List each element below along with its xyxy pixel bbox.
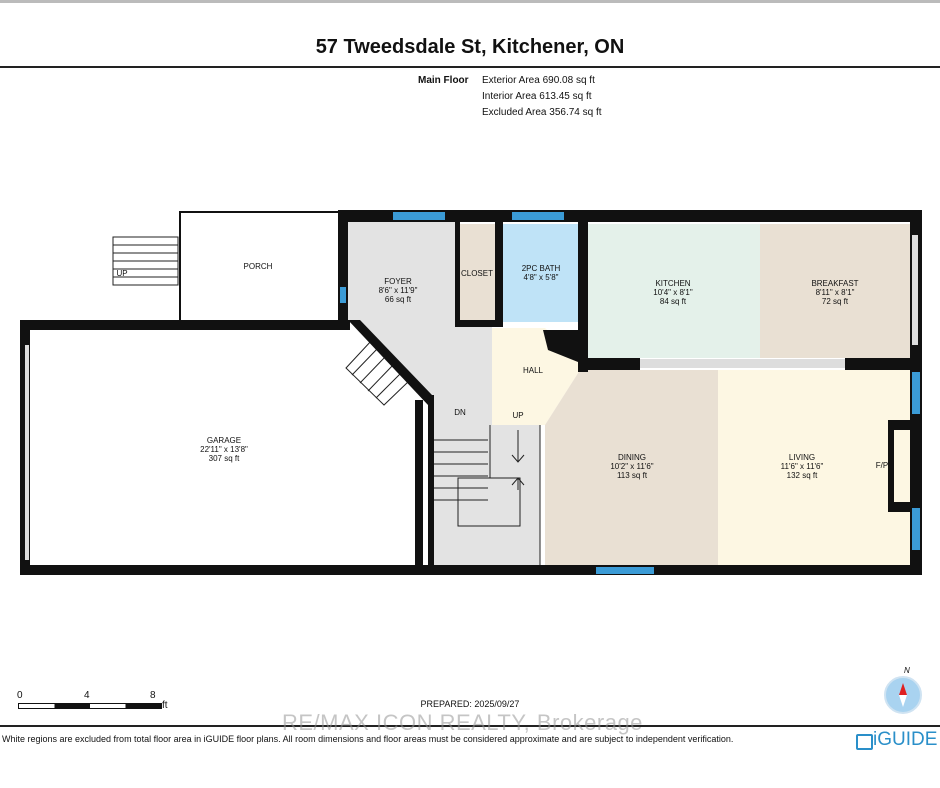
porch-room bbox=[179, 211, 341, 323]
stair-area bbox=[432, 425, 540, 565]
scale-4: 4 bbox=[84, 690, 90, 701]
down-label: DN bbox=[454, 408, 466, 417]
disclaimer: White regions are excluded from total fl… bbox=[2, 734, 734, 744]
watermark: RE/MAX ICON REALTY, Brokerage bbox=[282, 710, 643, 735]
bath-room bbox=[502, 224, 580, 322]
prepared-date: PREPARED: 2025/09/27 bbox=[420, 699, 520, 709]
breakfast-label: BREAKFAST bbox=[811, 279, 858, 288]
scale-unit: ft bbox=[162, 700, 168, 711]
kitchen-room bbox=[588, 224, 760, 358]
up-label: UP bbox=[512, 411, 523, 420]
breakfast-door bbox=[912, 235, 918, 345]
interior-stairs bbox=[432, 425, 541, 565]
bath-label: 2PC BATH bbox=[522, 264, 561, 273]
foyer-label: FOYER bbox=[384, 277, 412, 286]
excluded-area: Excluded Area 356.74 sq ft bbox=[482, 107, 602, 118]
foyer-room bbox=[346, 220, 492, 430]
dining-label: DINING bbox=[618, 453, 646, 462]
hall-label: HALL bbox=[523, 366, 544, 375]
bath-dims: 4'8" x 5'8" bbox=[524, 273, 559, 282]
dining-area: 113 sq ft bbox=[617, 471, 648, 480]
garage-door bbox=[25, 345, 29, 560]
compass-icon bbox=[884, 676, 922, 714]
breakfast-dims: 8'11" x 8'1" bbox=[816, 288, 855, 297]
floor-name: Main Floor bbox=[418, 75, 469, 86]
fireplace-label: F/P bbox=[876, 461, 888, 470]
foyer-area: 66 sq ft bbox=[385, 295, 412, 304]
dining-dims: 10'2" x 11'6" bbox=[610, 462, 653, 471]
garage-area: 307 sq ft bbox=[209, 454, 240, 463]
dining-room bbox=[545, 370, 718, 565]
iguide-logo-icon bbox=[856, 734, 873, 750]
footer-divider bbox=[0, 725, 940, 727]
living-label: LIVING bbox=[789, 453, 815, 462]
living-dims: 11'6" x 11'6" bbox=[781, 462, 824, 471]
floor-plan: PORCH UP FOYER 8'6" x 11'9" 66 sq ft CLO… bbox=[20, 210, 922, 575]
kitchen-area: 84 sq ft bbox=[660, 297, 687, 306]
top-border bbox=[0, 0, 940, 3]
scale-0: 0 bbox=[17, 690, 23, 701]
closet-label: CLOSET bbox=[461, 269, 493, 278]
garage-label: GARAGE bbox=[207, 436, 241, 445]
breakfast-room bbox=[760, 224, 910, 358]
fireplace bbox=[894, 430, 910, 502]
kitchen-label: KITCHEN bbox=[655, 279, 690, 288]
page-title: 57 Tweedsdale St, Kitchener, ON bbox=[315, 36, 625, 58]
scale-8: 8 bbox=[150, 690, 156, 701]
kitchen-dims: 10'4" x 8'1" bbox=[653, 288, 693, 297]
kitchen-opening bbox=[640, 359, 845, 368]
living-room bbox=[718, 370, 910, 565]
exterior-area: Exterior Area 690.08 sq ft bbox=[482, 75, 595, 86]
foyer-dims: 8'6" x 11'9" bbox=[379, 286, 418, 295]
porch-up-label: UP bbox=[116, 269, 127, 278]
compass-north: N bbox=[904, 666, 910, 675]
scale-bar bbox=[18, 703, 162, 709]
windows bbox=[340, 212, 920, 574]
porch-stairs bbox=[112, 236, 179, 286]
interior-area: Interior Area 613.45 sq ft bbox=[482, 91, 592, 102]
closet-room bbox=[458, 224, 496, 322]
brand-logo: iGUIDE bbox=[873, 729, 938, 750]
garage-dims: 22'11" x 13'8" bbox=[200, 445, 248, 454]
porch-label: PORCH bbox=[244, 262, 273, 271]
divider bbox=[0, 66, 940, 68]
living-area: 132 sq ft bbox=[787, 471, 818, 480]
breakfast-area: 72 sq ft bbox=[822, 297, 849, 306]
